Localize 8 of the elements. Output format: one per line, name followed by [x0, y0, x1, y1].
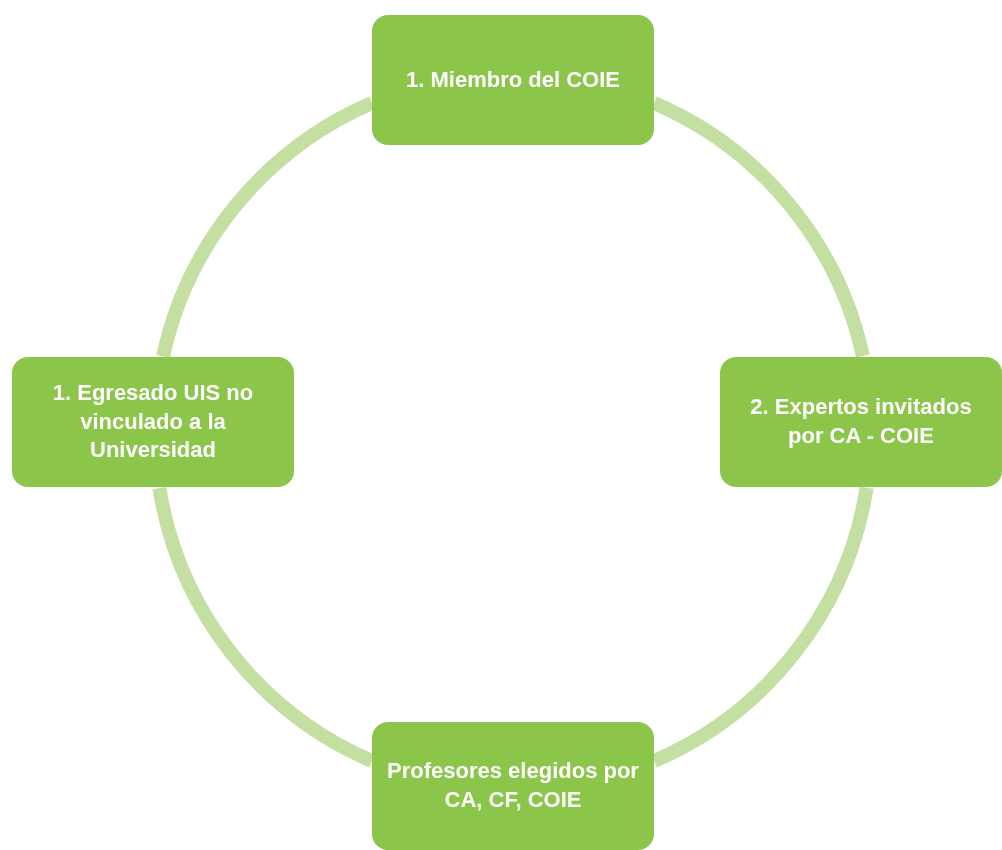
- box-label: 2. Expertos invitados por CA - COIE: [749, 393, 973, 450]
- rounded-box: [720, 357, 1002, 487]
- box-label: Profesores elegidos por CA, CF, COIE: [386, 757, 640, 814]
- box-label: 1. Miembro del COIE: [406, 65, 620, 94]
- rounded-box: [372, 15, 654, 145]
- rounded-box: [372, 722, 654, 850]
- box-label: 1. Egresado UIS no vinculado a la Universidad: [51, 379, 255, 465]
- rounded-box: [12, 357, 294, 487]
